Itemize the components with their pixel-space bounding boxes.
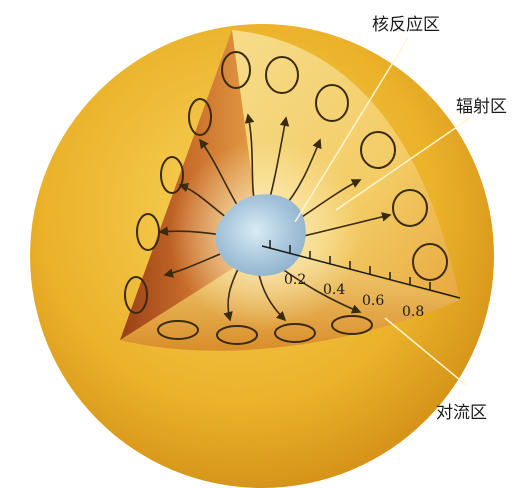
scale-tick-label: 0.4 — [323, 282, 345, 298]
scale-tick-label: 0.8 — [402, 304, 424, 320]
label-radiation: 辐射区 — [456, 97, 507, 117]
label-convection: 对流区 — [436, 403, 487, 423]
label-core: 核反应区 — [372, 15, 440, 35]
scale-tick-label: 0.6 — [362, 293, 384, 309]
scale-tick-label: 0.2 — [284, 272, 306, 288]
